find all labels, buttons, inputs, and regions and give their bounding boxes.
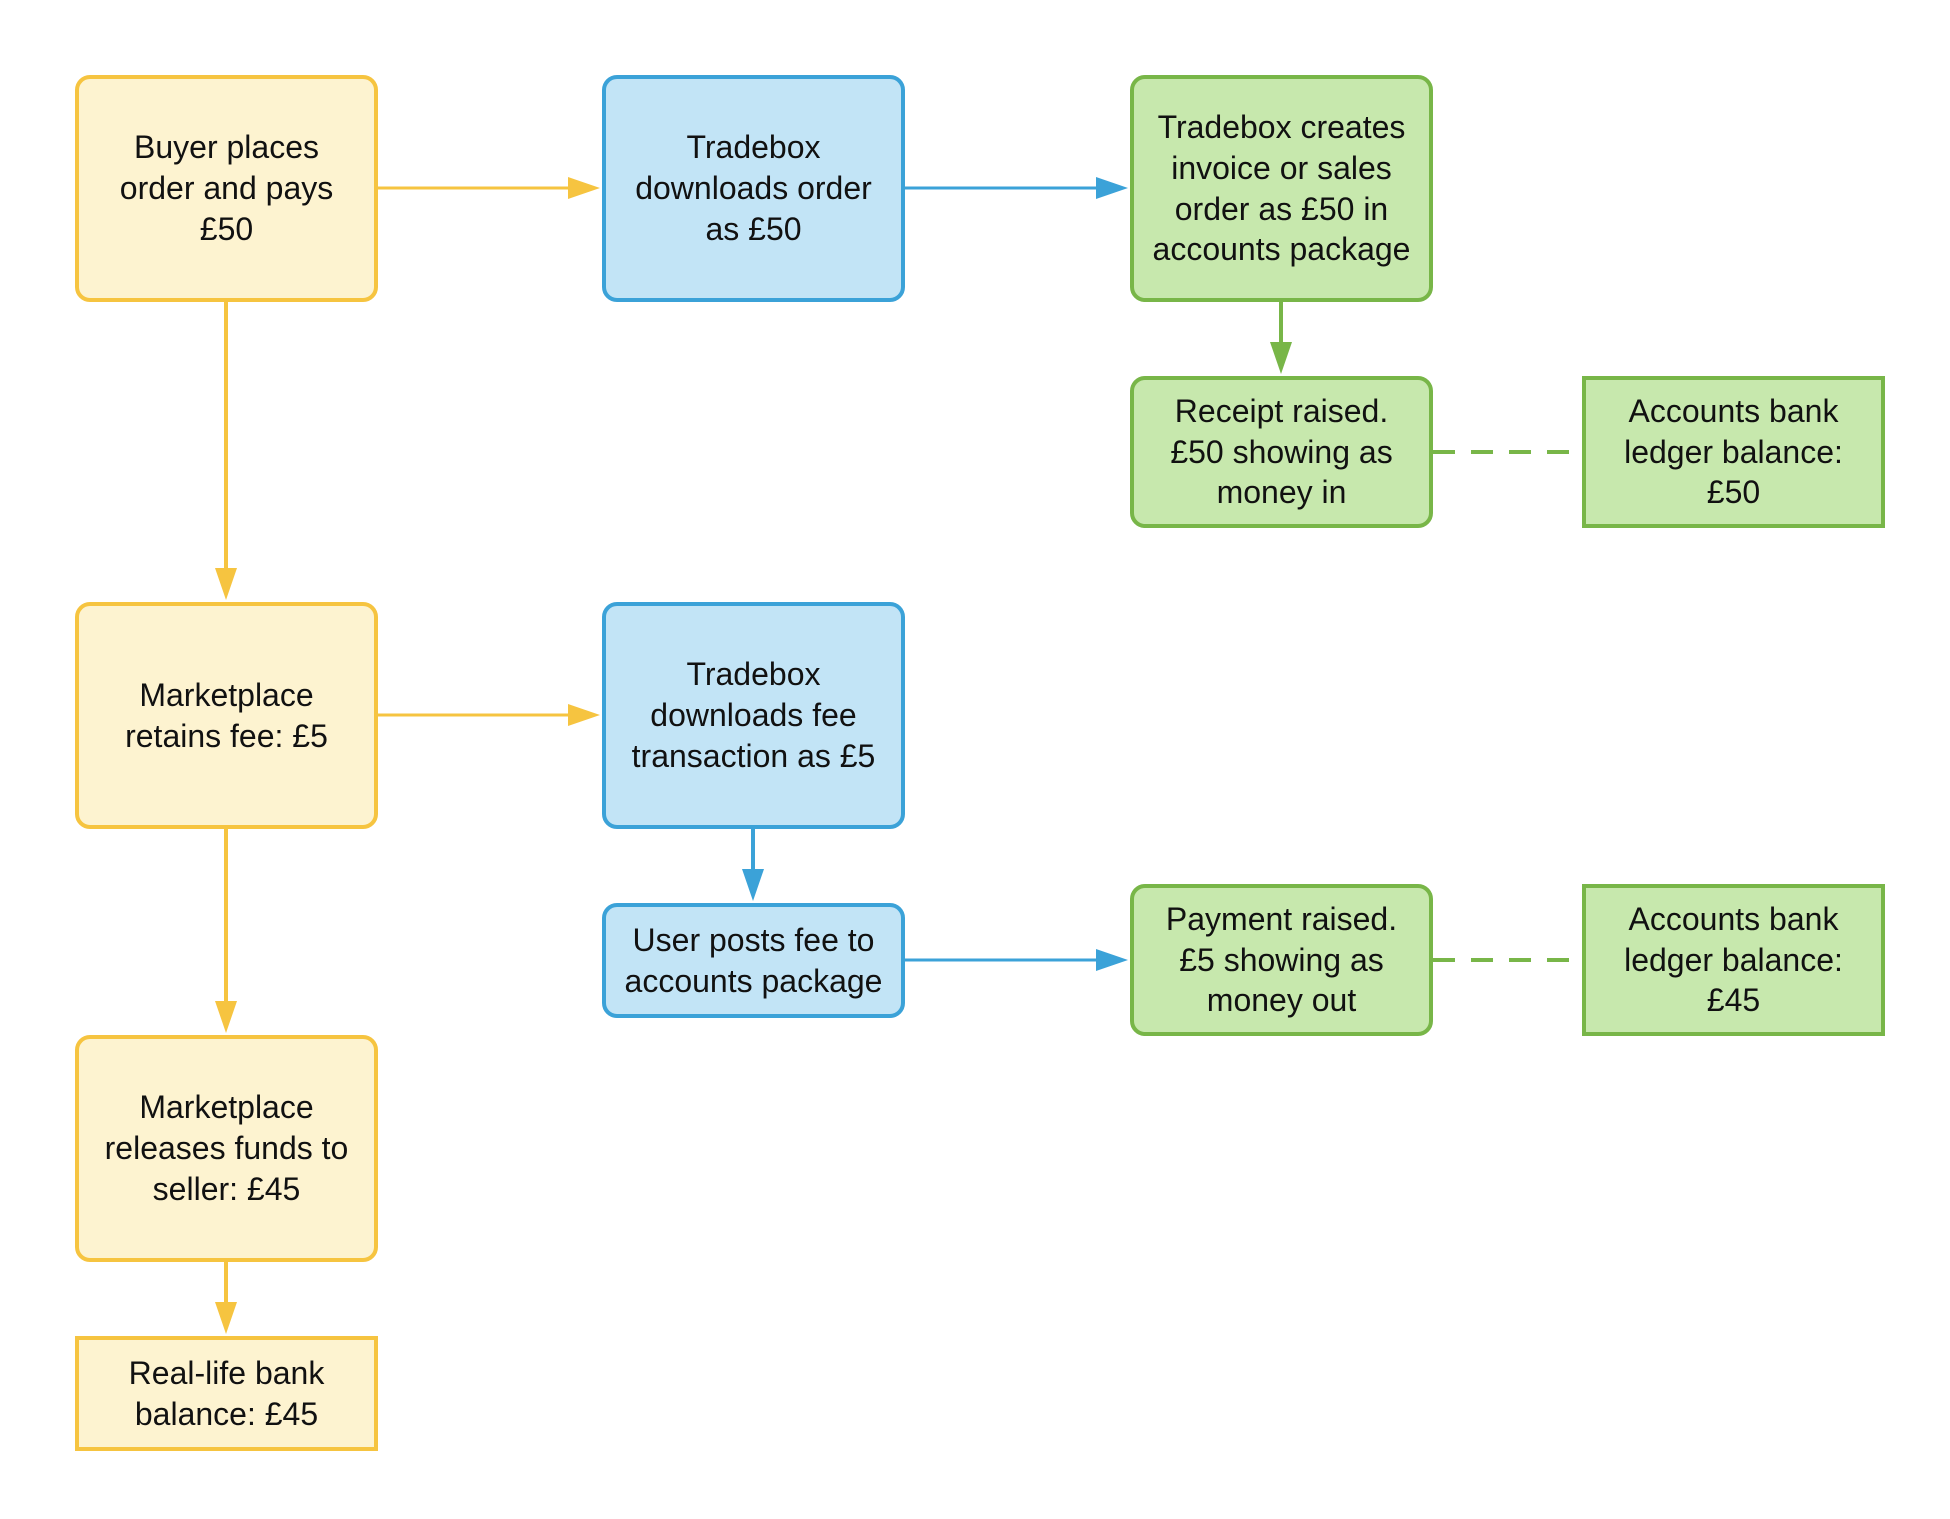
node-bank-label: Real-life bank balance: £45 [128,1354,325,1432]
node-tradebox-downloads-fee: Tradebox downloads fee transaction as £5 [602,602,905,829]
node-download-order-label: Tradebox downloads order as £50 [635,129,872,247]
node-receipt-label: Receipt raised. £50 showing as money in [1170,392,1393,511]
node-user-posts-fee: User posts fee to accounts package [602,903,905,1018]
node-accounts-ledger-50: Accounts bank ledger balance: £50 [1582,376,1885,528]
node-tradebox-downloads-order: Tradebox downloads order as £50 [602,75,905,302]
node-tradebox-creates-invoice: Tradebox creates invoice or sales order … [1130,75,1433,302]
node-payment-label: Payment raised. £5 showing as money out [1165,900,1398,1019]
arrow-buyer-to-marketplace-fee [215,302,237,600]
node-buyer-label: Buyer places order and pays £50 [119,129,334,247]
node-accounts-ledger-45: Accounts bank ledger balance: £45 [1582,884,1885,1036]
node-post-fee-label: User posts fee to accounts package [624,921,883,999]
node-release-label: Marketplace releases funds to seller: £4… [104,1089,349,1207]
node-payment-raised: Payment raised. £5 showing as money out [1130,884,1433,1036]
node-marketplace-releases-funds: Marketplace releases funds to seller: £4… [75,1035,378,1262]
arrow-buyer-to-download-order [378,177,600,199]
arrow-fee-to-download-fee [378,704,600,726]
arrow-fee-to-release-funds [215,829,237,1033]
arrow-release-to-bank-balance [215,1262,237,1334]
node-buyer-places-order: Buyer places order and pays £50 [75,75,378,302]
node-download-fee-label: Tradebox downloads fee transaction as £5 [631,656,876,774]
node-fee-label: Marketplace retains fee: £5 [125,676,328,754]
node-marketplace-retains-fee: Marketplace retains fee: £5 [75,602,378,829]
arrow-invoice-to-receipt [1270,302,1292,374]
node-ledger-45-label: Accounts bank ledger balance: £45 [1624,900,1843,1019]
arrow-download-order-to-invoice [905,177,1128,199]
node-invoice-label: Tradebox creates invoice or sales order … [1152,108,1411,268]
node-real-life-bank-balance: Real-life bank balance: £45 [75,1336,378,1451]
node-receipt-raised: Receipt raised. £50 showing as money in [1130,376,1433,528]
arrow-download-fee-to-post-fee [742,829,764,901]
arrow-post-fee-to-payment [905,949,1128,971]
node-ledger-50-label: Accounts bank ledger balance: £50 [1624,392,1843,511]
